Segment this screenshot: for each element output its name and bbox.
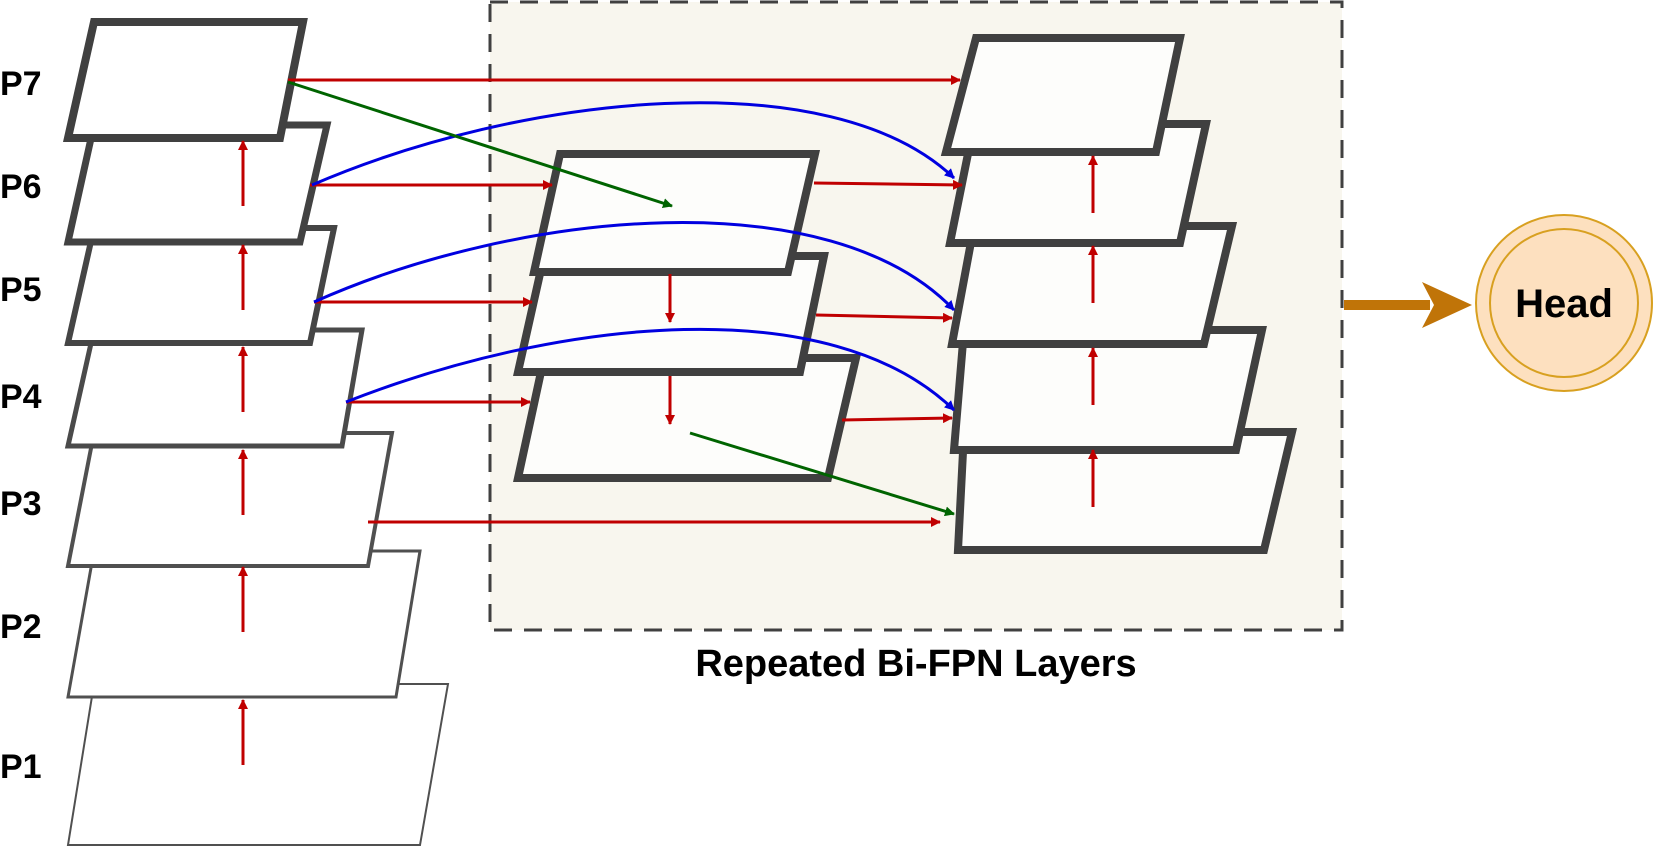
- backbone-layer-p7: [63, 18, 308, 142]
- backbone-layer-p3: [65, 431, 395, 568]
- backbone-pyramid: [63, 18, 450, 846]
- bifpn-intermediate-column: [513, 150, 862, 482]
- backbone-layer-p6: [63, 121, 332, 246]
- head-node: Head: [1475, 214, 1653, 392]
- bifpn-output-column: [940, 34, 1298, 554]
- diagonal-connections: [287, 80, 955, 517]
- head-label: Head: [1515, 282, 1613, 326]
- lateral-connections: [288, 75, 963, 527]
- bifpn-caption: Repeated Bi-FPN Layers: [695, 643, 1136, 685]
- skip-p5-to-output: [313, 221, 956, 312]
- backbone-layer-p1: [66, 683, 450, 846]
- level-label-p5: P5: [0, 271, 42, 309]
- level-label-p4: P4: [0, 378, 42, 416]
- level-label-p1: P1: [0, 748, 42, 786]
- skip-p6-to-output: [311, 101, 956, 187]
- backbone-layer-p4: [64, 327, 365, 449]
- lateral-int-p4-to-output: [841, 413, 953, 424]
- output-node-p7: [940, 34, 1185, 156]
- level-label-p2: P2: [0, 608, 42, 646]
- output-arrow: [1344, 282, 1472, 328]
- skip-connections: [311, 101, 956, 412]
- level-label-p3: P3: [0, 485, 42, 523]
- lateral-int-p5-to-output: [815, 312, 953, 323]
- level-label-p7: P7: [0, 65, 42, 103]
- level-labels: P7 P6 P5 P4 P3 P2 P1: [0, 65, 42, 786]
- diagonal-p7-to-intermediate: [287, 80, 673, 208]
- level-label-p6: P6: [0, 168, 42, 206]
- lateral-int-p6-to-output: [813, 179, 963, 190]
- intermediate-node-p6: [529, 150, 821, 276]
- diagonal-intermediate-to-p3: [689, 431, 955, 517]
- skip-p4-to-output: [345, 327, 956, 412]
